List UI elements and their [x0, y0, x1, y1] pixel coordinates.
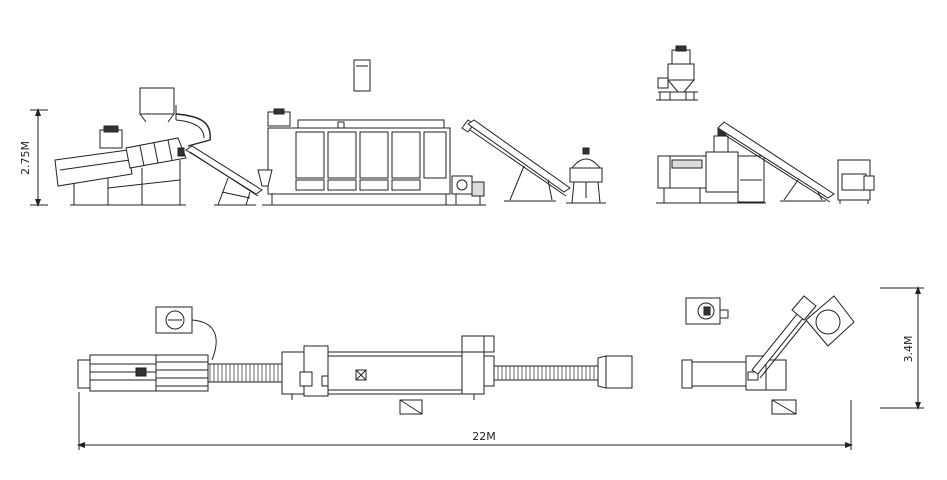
tank-mixer-unit: [656, 45, 698, 101]
plan-conveyor-2: [493, 365, 599, 381]
plan-dryer: [281, 335, 495, 400]
height-dimension-label: 2.75M: [19, 141, 32, 175]
dryer-oven: [257, 59, 486, 206]
extruder-right-side: [656, 121, 875, 204]
plan-conveyor-1: [207, 363, 291, 383]
plan-extruder-right: [681, 295, 855, 391]
inclined-conveyor-1: [185, 145, 263, 206]
flavoring-tank: [566, 147, 606, 204]
length-dimension: 22M: [77, 392, 853, 450]
plan-extruder-barrel: [77, 354, 209, 392]
mixer-extruder-machine: [54, 87, 211, 206]
plan-small-mixer: [685, 297, 729, 325]
plan-panel-symbol-1: [399, 399, 423, 415]
width-dimension-label: 3.4M: [902, 336, 915, 363]
plan-view: 3.4M 22M: [77, 286, 924, 450]
plan-motor-unit: [155, 306, 217, 361]
plan-flavoring-unit: [597, 355, 633, 389]
plan-panel-symbol-2: [771, 399, 797, 415]
height-dimension: 2.75M: [19, 108, 48, 207]
length-dimension-label: 22M: [472, 430, 496, 443]
side-elevation-view: 2.75M: [19, 45, 875, 207]
width-dimension: 3.4M: [880, 286, 924, 410]
inclined-conveyor-2: [461, 119, 571, 202]
